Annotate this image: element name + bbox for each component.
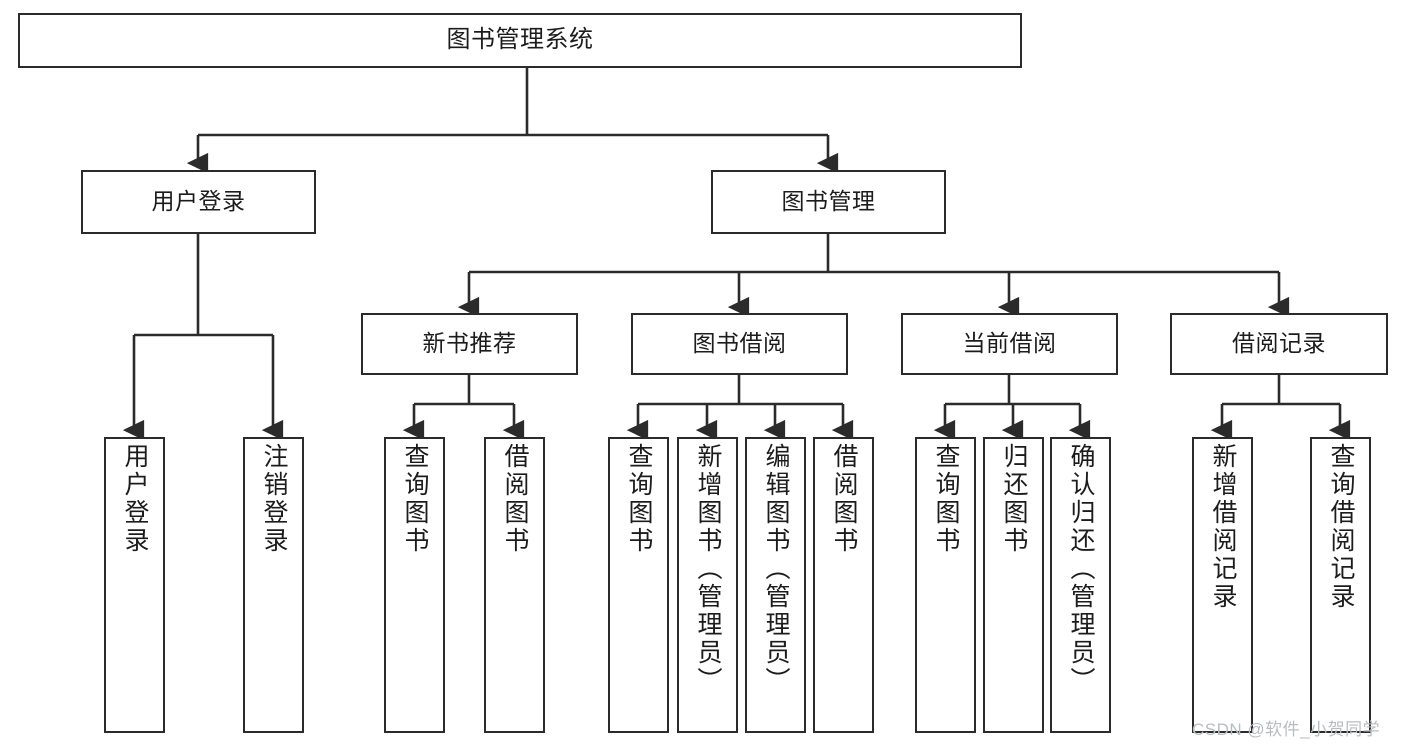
node-book-management[interactable]: 图书管理 <box>711 170 946 234</box>
leaf-record-query-record[interactable]: 查询借阅记录 <box>1310 437 1371 733</box>
node-label: 图书管理系统 <box>446 26 594 54</box>
node-label: 确认归还（管理员） <box>1067 443 1095 695</box>
leaf-recommend-borrow-book[interactable]: 借阅图书 <box>484 437 545 733</box>
node-label: 图书管理 <box>781 188 876 215</box>
node-book-borrow[interactable]: 图书借阅 <box>631 313 848 375</box>
node-label: 图书借阅 <box>692 330 787 357</box>
node-root-system[interactable]: 图书管理系统 <box>18 13 1022 68</box>
node-borrow-record[interactable]: 借阅记录 <box>1170 313 1388 375</box>
node-label: 新增借阅记录 <box>1209 443 1237 611</box>
node-label: 借阅图书 <box>501 443 529 555</box>
node-label: 归还图书 <box>1000 443 1028 555</box>
node-label: 用户登录 <box>121 443 149 555</box>
leaf-borrow-borrow-book[interactable]: 借阅图书 <box>813 437 874 733</box>
leaf-borrow-query-book[interactable]: 查询图书 <box>608 437 669 733</box>
node-label: 用户登录 <box>151 188 246 215</box>
csdn-watermark: CSDN @软件_小贺同学 <box>1192 720 1381 739</box>
node-label: 注销登录 <box>260 443 288 555</box>
leaf-borrow-add-book-admin[interactable]: 新增图书（管理员） <box>677 437 738 733</box>
node-label: 查询图书 <box>625 443 653 555</box>
leaf-current-query-book[interactable]: 查询图书 <box>915 437 976 733</box>
leaf-user-login-logout[interactable]: 注销登录 <box>243 437 304 733</box>
node-label: 查询图书 <box>401 443 429 555</box>
leaf-borrow-edit-book-admin[interactable]: 编辑图书（管理员） <box>745 437 806 733</box>
node-label: 查询图书 <box>932 443 960 555</box>
leaf-recommend-query-book[interactable]: 查询图书 <box>384 437 445 733</box>
leaf-current-return-book[interactable]: 归还图书 <box>983 437 1044 733</box>
leaf-record-add-record[interactable]: 新增借阅记录 <box>1192 437 1253 733</box>
leaf-current-confirm-return-admin[interactable]: 确认归还（管理员） <box>1050 437 1111 733</box>
node-label: 借阅记录 <box>1232 330 1326 357</box>
node-new-book-recommend[interactable]: 新书推荐 <box>361 313 578 375</box>
node-user-login[interactable]: 用户登录 <box>81 170 316 234</box>
node-label: 借阅图书 <box>830 443 858 555</box>
leaf-user-login-login[interactable]: 用户登录 <box>104 437 165 733</box>
node-label: 查询借阅记录 <box>1327 443 1355 611</box>
node-label: 新增图书（管理员） <box>694 443 722 695</box>
node-label: 编辑图书（管理员） <box>762 443 790 695</box>
node-current-borrow[interactable]: 当前借阅 <box>901 313 1118 375</box>
node-label: 当前借阅 <box>962 330 1057 357</box>
node-label: 新书推荐 <box>422 330 517 357</box>
